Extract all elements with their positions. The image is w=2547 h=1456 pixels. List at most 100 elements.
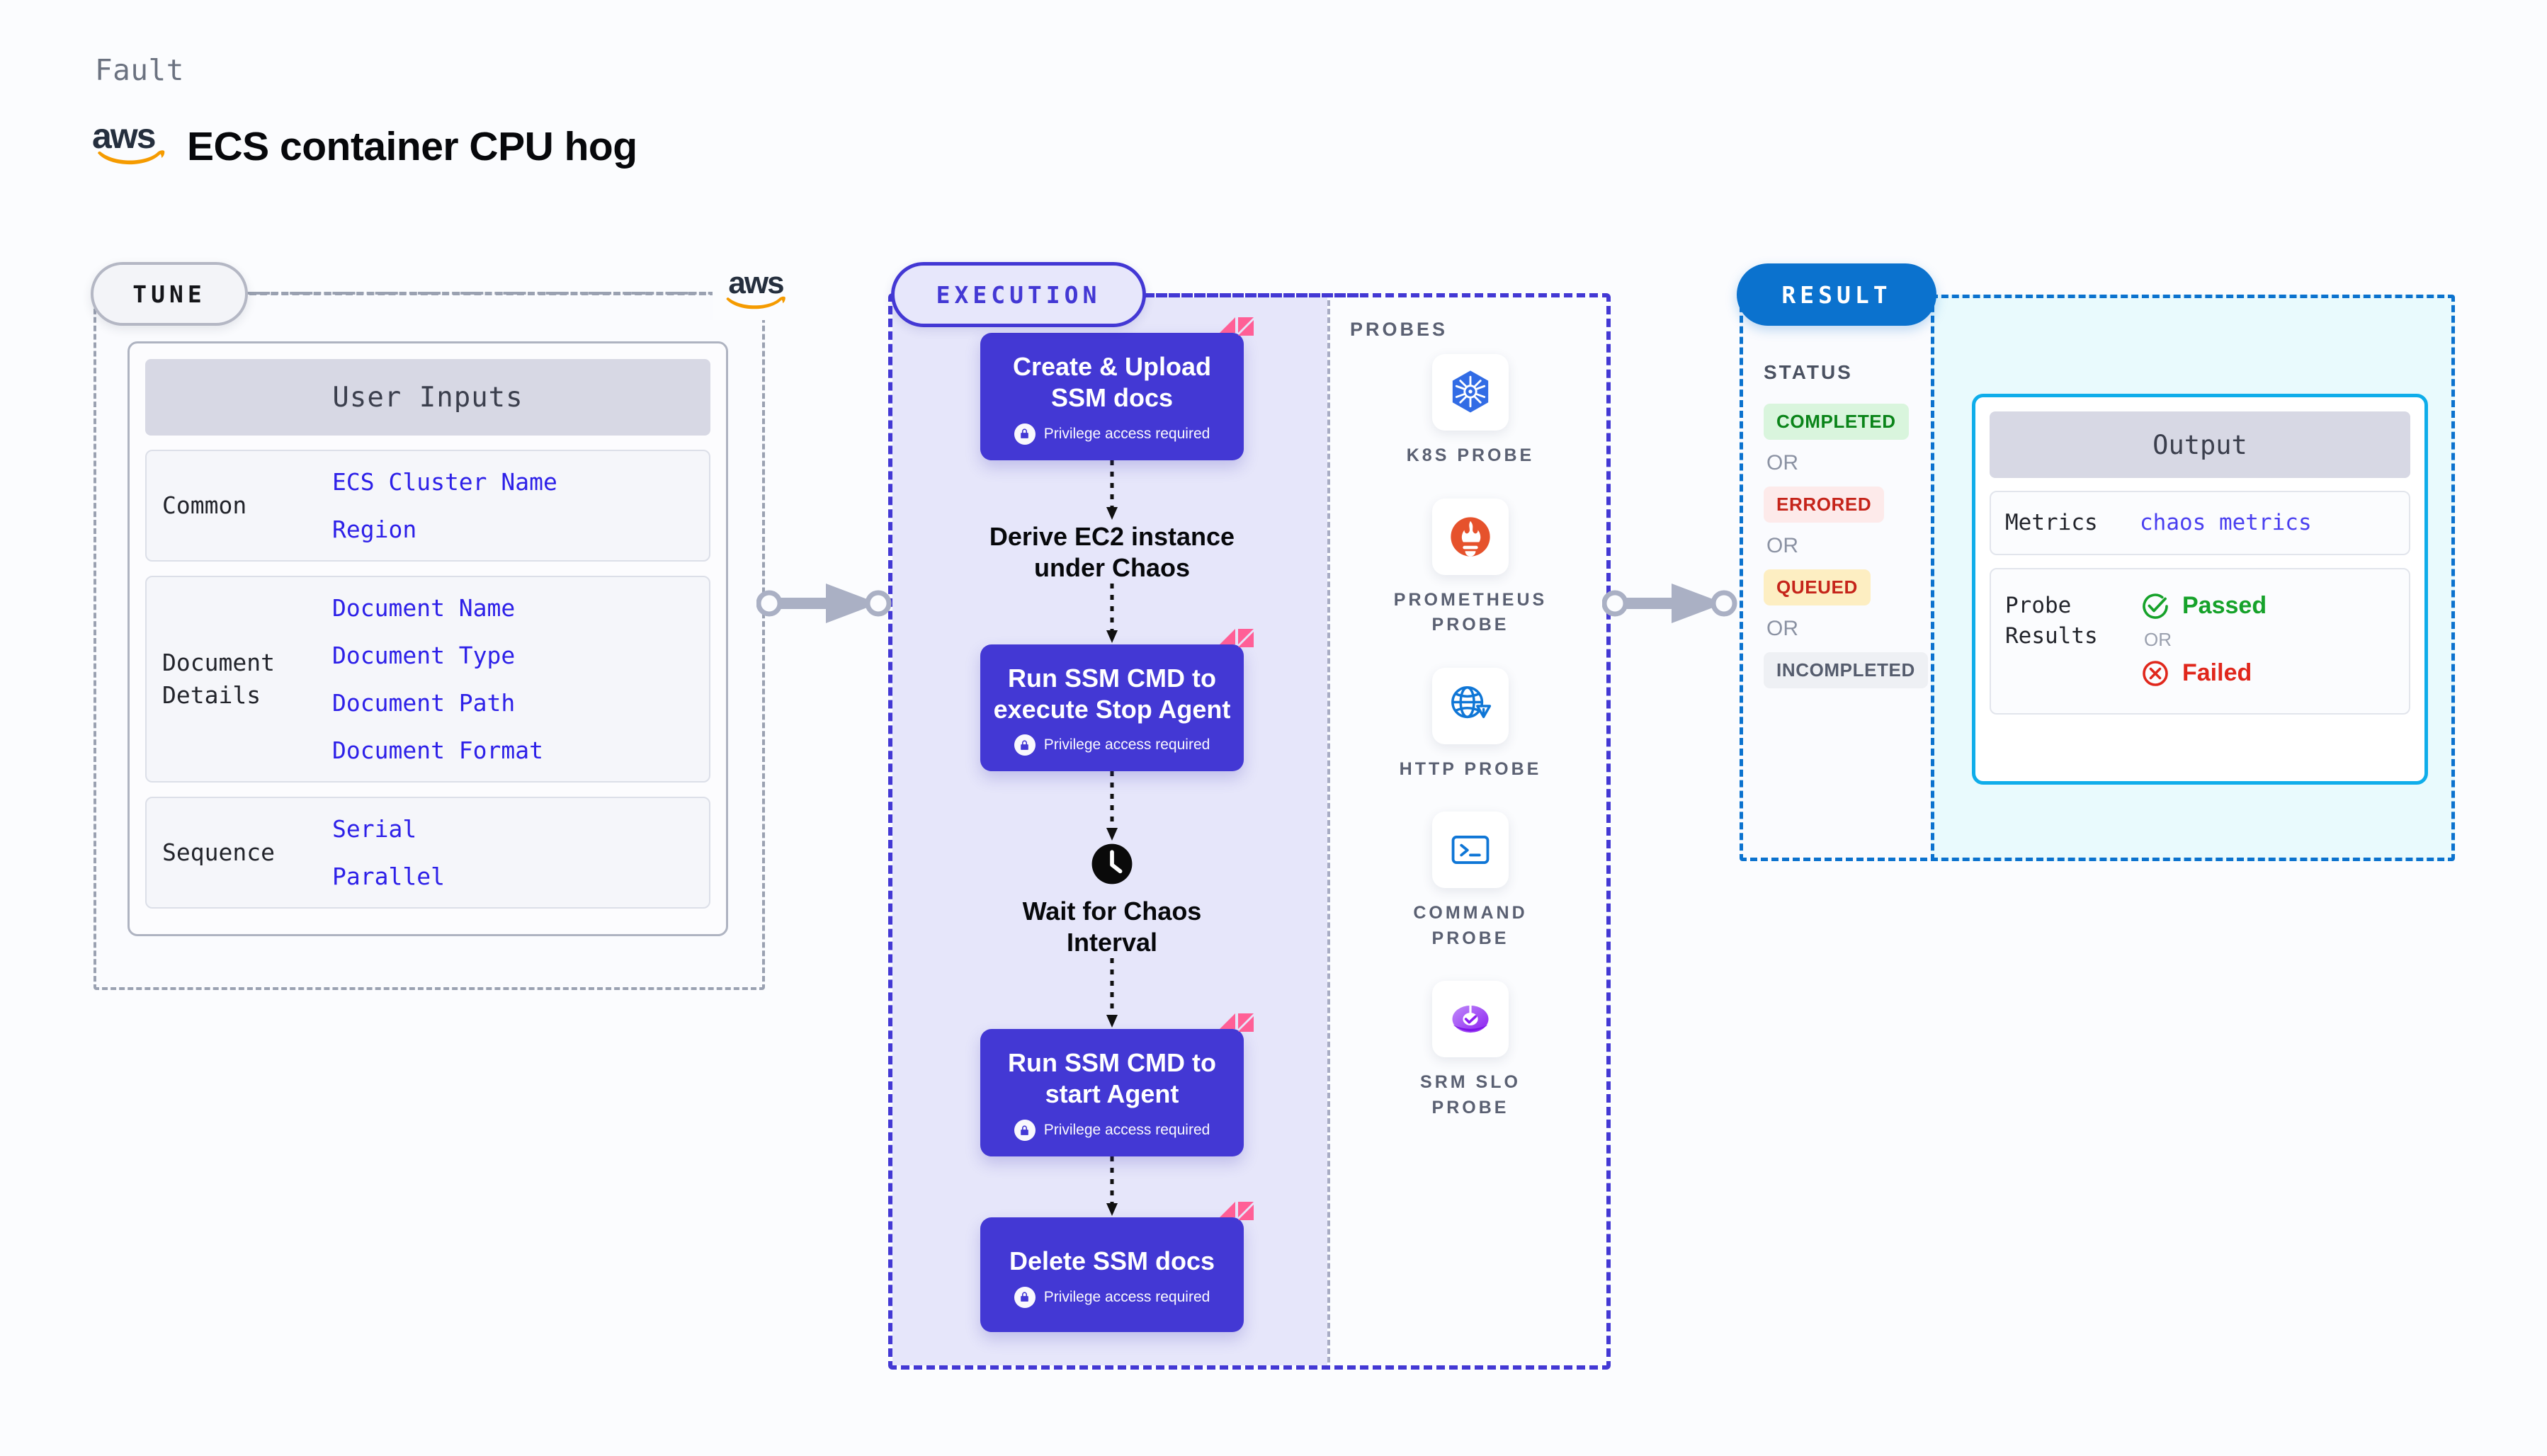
chaos-flag-icon [1220, 1013, 1254, 1033]
lock-icon [1014, 734, 1036, 756]
tune-dashed-connector [249, 292, 717, 295]
tune-section-common: Common ECS Cluster Name Region [145, 450, 710, 562]
lock-icon [1014, 1120, 1036, 1142]
node-privilege-note: Privilege access required [993, 1120, 1231, 1142]
execution-node-delete-ssm-docs[interactable]: Delete SSM docs Privilege access require… [980, 1202, 1254, 1332]
result-pill[interactable]: RESULT [1737, 263, 1936, 326]
privilege-text: Privilege access required [1043, 736, 1210, 753]
output-card-title: Output [1990, 411, 2410, 478]
user-inputs-title: User Inputs [145, 359, 710, 436]
tune-section-label: Sequence [162, 838, 275, 867]
page-title-row: aws ECS container CPU hog [92, 118, 637, 173]
status-or-1: OR [1766, 451, 1798, 474]
check-circle-icon [2143, 593, 2168, 619]
probe-item-k8s[interactable]: K8S PROBE [1346, 354, 1595, 469]
terminal-icon [1451, 836, 1490, 864]
flow-connector [907, 460, 1317, 521]
lock-icon [1014, 423, 1036, 445]
arrow-tune-to-execution [756, 584, 892, 623]
tune-section-sequence: Sequence Serial Parallel [145, 797, 710, 909]
node-title: Delete SSM docs [1009, 1246, 1215, 1276]
tune-value-ecs-cluster-name[interactable]: ECS Cluster Name [332, 468, 557, 496]
chaos-flag-icon [1220, 628, 1254, 647]
lock-icon [1014, 1286, 1036, 1308]
privilege-text: Privilege access required [1043, 1122, 1210, 1139]
probe-label: K8S PROBE [1406, 445, 1535, 465]
probe-item-http[interactable]: HTTP PROBE [1346, 667, 1595, 783]
passed-label: Passed [2182, 592, 2267, 620]
status-list: STATUS COMPLETED OR ERRORED OR QUEUED OR… [1764, 361, 1941, 688]
status-badge-incompleted: INCOMPLETED [1764, 652, 1928, 688]
tune-value-serial[interactable]: Serial [332, 815, 417, 843]
arrow-execution-to-result [1602, 584, 1737, 623]
tune-value-document-name[interactable]: Document Name [332, 594, 516, 622]
output-metrics-value[interactable]: chaos metrics [2140, 510, 2312, 536]
output-metrics-label: Metrics [2005, 510, 2098, 535]
node-privilege-note: Privilege access required [993, 423, 1231, 445]
status-badge-completed: COMPLETED [1764, 404, 1909, 440]
probe-tile [1432, 498, 1509, 575]
chaos-flag-icon [1220, 1202, 1254, 1221]
execution-dashed-connector [1146, 293, 1358, 297]
tune-value-region[interactable]: Region [332, 516, 417, 543]
tune-value-parallel[interactable]: Parallel [332, 863, 445, 890]
page-title: ECS container CPU hog [187, 124, 637, 169]
probe-tile [1432, 981, 1509, 1057]
status-or-2: OR [1766, 534, 1798, 557]
probe-result-passed: Passed [2140, 591, 2267, 622]
failed-label: Failed [2182, 659, 2252, 687]
wait-clock-wrap [907, 842, 1317, 886]
probe-result-or: OR [2144, 628, 2172, 650]
probe-tile [1432, 354, 1509, 431]
tune-aws-logo-icon: aws [713, 263, 799, 320]
status-title: STATUS [1764, 361, 1853, 383]
flow-connector [907, 583, 1317, 644]
tune-section-label: Common [162, 491, 247, 520]
privilege-text: Privilege access required [1043, 425, 1210, 442]
probe-label: HTTP PROBE [1399, 758, 1542, 779]
tune-value-document-type[interactable]: Document Type [332, 642, 516, 669]
node-privilege-note: Privilege access required [993, 1286, 1231, 1308]
kubernetes-icon [1452, 370, 1489, 413]
srm-slo-icon [1452, 1004, 1489, 1033]
execution-probes-divider [1327, 300, 1330, 1363]
node-privilege-note: Privilege access required [993, 734, 1231, 756]
user-inputs-card: User Inputs Common ECS Cluster Name Regi… [127, 341, 728, 936]
aws-logo-icon: aws [92, 118, 170, 173]
prometheus-icon [1451, 516, 1490, 557]
output-metrics-row: Metrics chaos metrics [1990, 491, 2410, 555]
tune-pill[interactable]: TUNE [91, 262, 248, 326]
tune-value-document-path[interactable]: Document Path [332, 689, 516, 717]
flow-connector [907, 771, 1317, 842]
probe-tile [1432, 667, 1509, 744]
flow-connector [907, 958, 1317, 1029]
probe-tile [1432, 812, 1509, 888]
probe-result-failed: Failed [2140, 658, 2267, 689]
flow-connector [907, 1156, 1317, 1217]
execution-pill[interactable]: EXECUTION [891, 262, 1146, 327]
tune-value-document-format[interactable]: Document Format [332, 736, 544, 764]
clock-icon [1091, 844, 1133, 885]
privilege-text: Privilege access required [1043, 1288, 1210, 1305]
x-circle-icon [2143, 660, 2168, 686]
probes-title: PROBES [1350, 319, 1448, 340]
